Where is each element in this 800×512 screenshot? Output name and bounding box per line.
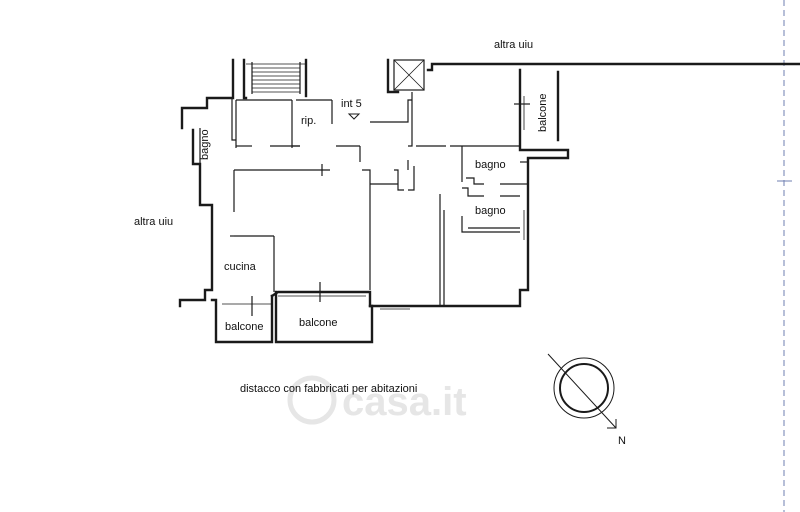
- elevator-shaft-icon: [393, 59, 425, 91]
- interior-walls: [199, 92, 528, 306]
- watermark-text: casa.it: [342, 380, 467, 424]
- label-rip: rip.: [301, 115, 316, 127]
- window-marks: [222, 96, 530, 316]
- label-int: int 5: [341, 98, 362, 110]
- watermark: casa.it: [287, 375, 467, 425]
- scale-line: [777, 0, 792, 512]
- label-balcone-bottom-left: balcone: [225, 321, 264, 333]
- room-labels: altra uiu altra uiu int 5 rip. bagno bag…: [134, 39, 626, 447]
- north-arrow-icon: [547, 353, 617, 429]
- label-cucina: cucina: [224, 261, 257, 273]
- label-altra-uiu-top: altra uiu: [494, 39, 533, 51]
- label-balcone-bottom-right: balcone: [299, 317, 338, 329]
- entrance-marker-icon: [347, 113, 361, 120]
- label-distacco: distacco con fabbricati per abitazioni: [240, 383, 417, 395]
- outer-walls: [178, 58, 800, 344]
- label-balcone-right: balcone: [537, 93, 549, 132]
- label-bagno-right-2: bagno: [475, 205, 506, 217]
- label-altra-uiu-left: altra uiu: [134, 216, 173, 228]
- label-north: N: [618, 435, 626, 447]
- stairs-icon: [246, 62, 306, 94]
- label-bagno-left: bagno: [199, 129, 211, 160]
- label-bagno-right-1: bagno: [475, 159, 506, 171]
